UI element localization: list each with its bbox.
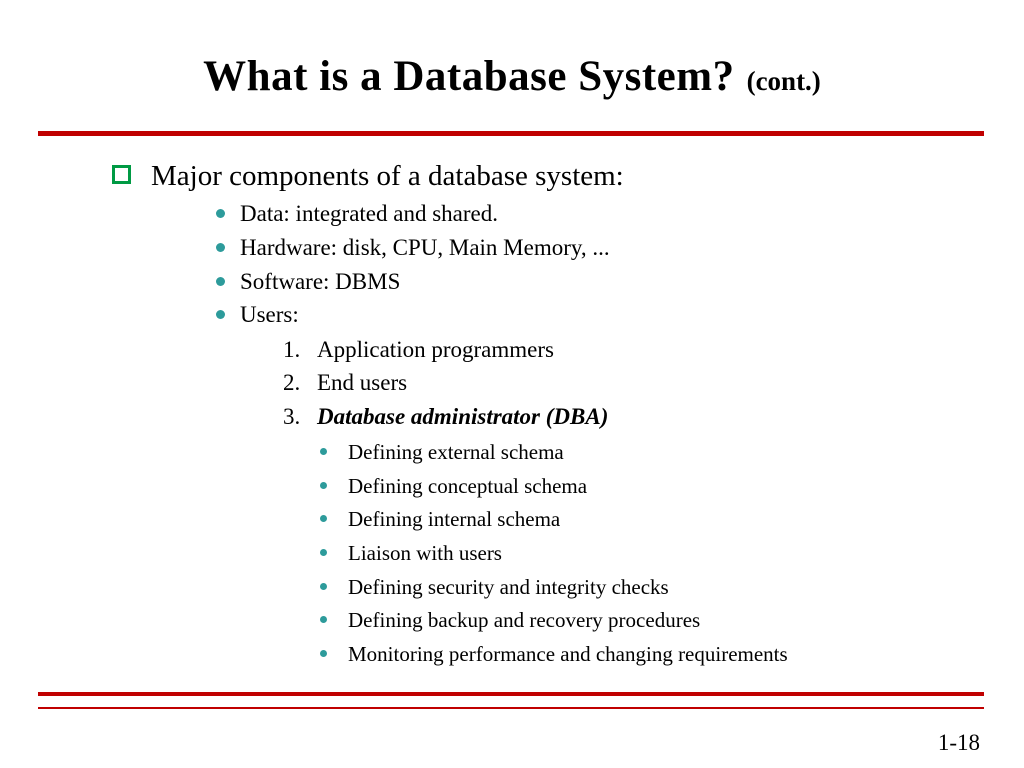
dot-bullet-icon: [320, 650, 327, 657]
list-item-text: Defining external schema: [348, 440, 564, 464]
numbered-item-application-programmers: 1. Application programmers: [283, 337, 554, 363]
footer-divider-rule-thick: [38, 692, 984, 696]
list-number: 3.: [283, 404, 301, 429]
list-item-text: Data: integrated and shared.: [240, 201, 498, 226]
list-item-text: Liaison with users: [348, 541, 502, 565]
list-item-defining-internal-schema: Defining internal schema: [320, 507, 560, 532]
numbered-item-dba: 3. Database administrator (DBA): [283, 404, 608, 430]
list-item-text: Software: DBMS: [240, 269, 401, 294]
list-item-defining-external-schema: Defining external schema: [320, 440, 564, 465]
list-item-text: Application programmers: [317, 337, 554, 362]
list-number: 1.: [283, 337, 301, 362]
list-item-level1: Major components of a database system:: [112, 160, 624, 193]
list-item-users: Users:: [216, 302, 299, 328]
list-number: 2.: [283, 370, 301, 395]
dot-bullet-icon: [320, 448, 327, 455]
list-item-text: Defining backup and recovery procedures: [348, 608, 701, 632]
list-item-text: End users: [317, 370, 408, 395]
slide-title: What is a Database System?: [203, 53, 735, 100]
page-number: 1-18: [937, 730, 980, 755]
dot-bullet-icon: [320, 482, 327, 489]
list-item-text: Defining conceptual schema: [348, 474, 588, 498]
list-item-text: Major components of a database system:: [151, 160, 624, 192]
dot-bullet-icon: [320, 549, 327, 556]
list-item-defining-conceptual-schema: Defining conceptual schema: [320, 474, 587, 499]
title-divider-rule: [38, 131, 984, 136]
list-item-text: Database administrator (DBA): [317, 404, 609, 429]
square-bullet-icon: [112, 165, 131, 184]
list-item-software: Software: DBMS: [216, 269, 400, 295]
list-item-monitoring-performance: Monitoring performance and changing requ…: [320, 642, 788, 667]
list-item-text: Defining internal schema: [348, 507, 561, 531]
list-item-liaison-with-users: Liaison with users: [320, 541, 502, 566]
dot-bullet-icon: [320, 616, 327, 623]
list-item-backup-recovery-procedures: Defining backup and recovery procedures: [320, 608, 700, 633]
footer-divider-rule-thin: [38, 707, 984, 709]
dot-bullet-icon: [216, 276, 225, 286]
list-item-data: Data: integrated and shared.: [216, 201, 498, 227]
slide-title-row: What is a Database System? (cont.): [0, 52, 1024, 101]
list-item-security-integrity-checks: Defining security and integrity checks: [320, 575, 669, 600]
dot-bullet-icon: [320, 515, 327, 522]
dot-bullet-icon: [216, 242, 225, 252]
dot-bullet-icon: [216, 208, 225, 218]
slide-title-suffix: (cont.): [746, 66, 821, 96]
list-item-text: Users:: [240, 302, 299, 327]
list-item-text: Monitoring performance and changing requ…: [348, 642, 788, 666]
dot-bullet-icon: [216, 309, 225, 319]
numbered-item-end-users: 2. End users: [283, 370, 407, 396]
list-item-text: Defining security and integrity checks: [348, 575, 669, 599]
list-item-text: Hardware: disk, CPU, Main Memory, ...: [240, 235, 610, 260]
dot-bullet-icon: [320, 583, 327, 590]
list-item-hardware: Hardware: disk, CPU, Main Memory, ...: [216, 235, 610, 261]
